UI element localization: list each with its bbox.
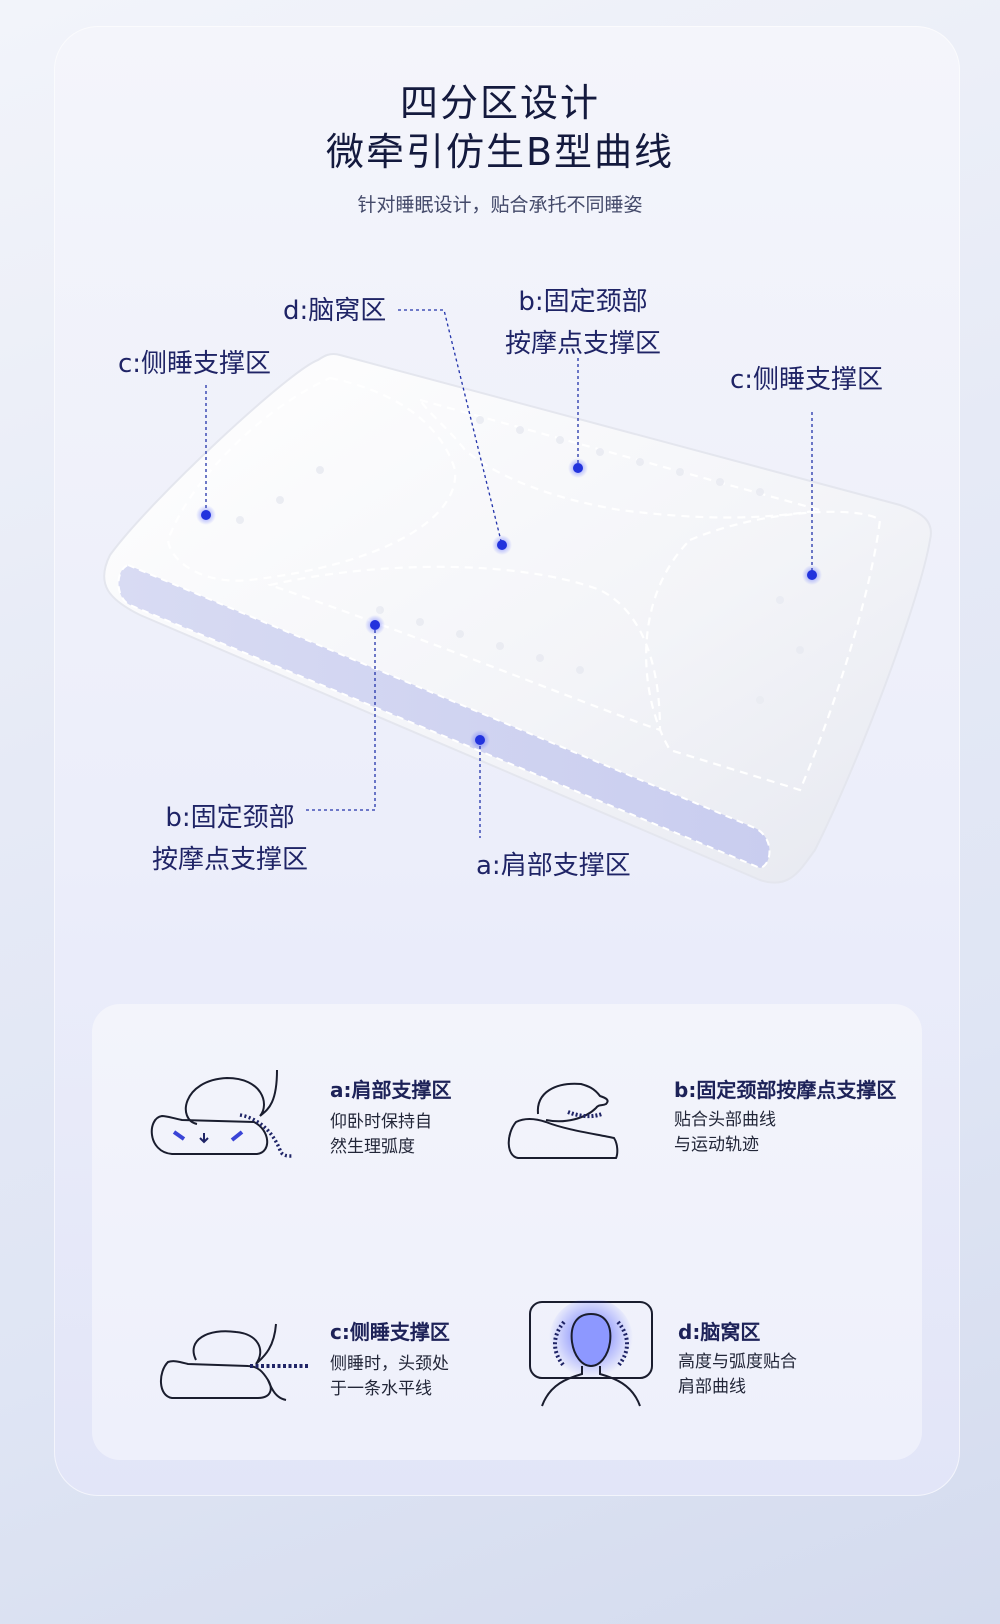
label-b-bottom-line2: 按摩点支撑区 <box>151 845 308 875</box>
feature-d-title: d:脑窝区 <box>678 1320 761 1344</box>
feature-a-desc-line2: 然生理弧度 <box>330 1137 415 1157</box>
label-a-bottom: a:肩部支撑区 <box>476 851 631 881</box>
head-hollow-icon <box>529 1300 653 1407</box>
supine-shoulder-icon <box>150 1069 293 1158</box>
feature-c-desc-line1: 侧睡时，头颈处 <box>330 1354 449 1374</box>
side-sleep-icon <box>160 1323 308 1401</box>
label-d-top: d:脑窝区 <box>283 296 387 326</box>
zone-b-top-outline <box>417 398 821 519</box>
neck-support-icon <box>507 1082 619 1159</box>
label-b-top-line1: b:固定颈部 <box>518 287 648 317</box>
feature-a-desc: 仰卧时保持自 然生理弧度 <box>330 1110 432 1160</box>
feature-b-desc-line2: 与运动轨迹 <box>674 1135 759 1155</box>
label-b-bottom-line1: b:固定颈部 <box>165 803 295 833</box>
feature-b-desc-line1: 贴合头部曲线 <box>674 1110 776 1130</box>
feature-d-desc-line2: 肩部曲线 <box>678 1377 746 1397</box>
marker-dot-a <box>475 735 485 745</box>
pillow-front-band <box>118 565 770 868</box>
feature-b-title: b:固定颈部按摩点支撑区 <box>674 1078 897 1102</box>
feature-a-title: a:肩部支撑区 <box>330 1078 452 1102</box>
page-title-line2: 微牵引仿生B型曲线 <box>325 130 675 174</box>
label-c-left: c:侧睡支撑区 <box>118 349 272 379</box>
feature-d-desc: 高度与弧度贴合 肩部曲线 <box>678 1350 797 1400</box>
label-b-top-line2: 按摩点支撑区 <box>504 329 661 359</box>
marker-dot-c-right <box>807 570 817 580</box>
label-b-top: b:固定颈部 按摩点支撑区 <box>492 281 674 365</box>
feature-b-desc: 贴合头部曲线 与运动轨迹 <box>674 1108 776 1158</box>
marker-dot-b-top <box>573 463 583 473</box>
label-b-bottom: b:固定颈部 按摩点支撑区 <box>140 797 320 881</box>
zone-c-right-outline <box>645 510 882 792</box>
page-title-line1: 四分区设计 <box>399 81 600 125</box>
marker-dot-d <box>497 540 507 550</box>
features-panel <box>92 1004 922 1460</box>
page-subtitle: 针对睡眠设计，贴合承托不同睡姿 <box>357 194 643 216</box>
feature-c-title: c:侧睡支撑区 <box>330 1320 450 1344</box>
marker-dot-c-left <box>201 510 211 520</box>
zone-c-left-outline <box>166 376 457 582</box>
pillow-illustration <box>103 309 932 884</box>
feature-c-desc: 侧睡时，头颈处 于一条水平线 <box>330 1352 449 1402</box>
pillow-body <box>103 352 932 884</box>
label-c-right: c:侧睡支撑区 <box>730 365 884 395</box>
feature-a-desc-line1: 仰卧时保持自 <box>330 1112 432 1132</box>
feature-c-desc-line2: 于一条水平线 <box>330 1379 432 1399</box>
leader-b-bottom <box>306 625 376 811</box>
feature-d-desc-line1: 高度与弧度贴合 <box>678 1352 797 1372</box>
marker-dot-b-bottom <box>370 620 380 630</box>
